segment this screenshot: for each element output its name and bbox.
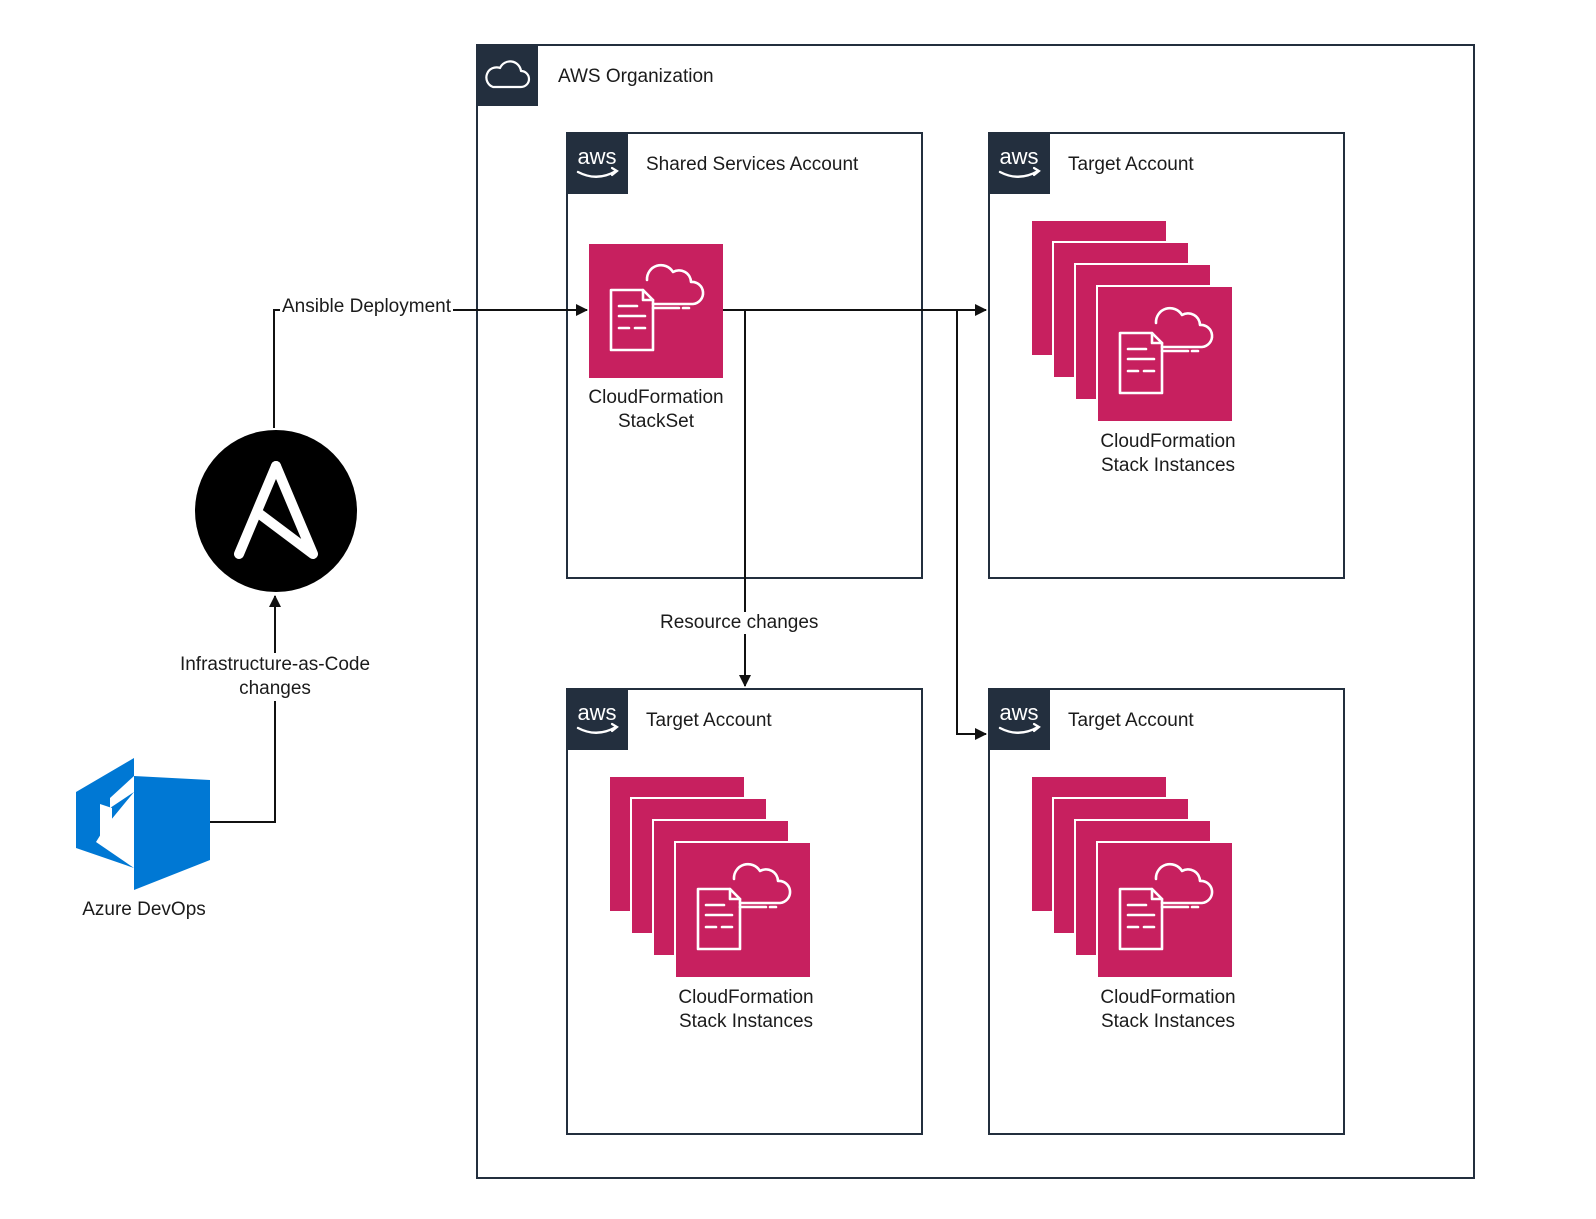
account-title: Target Account [1068,154,1194,175]
stack-instances-bottom-left [610,777,812,979]
azure-devops-label: Azure DevOps [82,899,206,920]
ansible-deployment-label: Ansible Deployment [280,296,453,318]
aws-logo-icon: aws [566,688,628,750]
svg-text:aws: aws [577,700,616,725]
stack-instances-bottom-right [1032,777,1234,979]
stack-instances-label: CloudFormation Stack Instances [678,987,814,1032]
cloudformation-icon [1096,841,1234,979]
arrow-branch-to-target-bottom-right [956,310,987,740]
stack-instances-top-right [1032,221,1234,423]
aws-logo-icon: aws [566,132,628,194]
account-title: Target Account [646,710,772,731]
aws-logo-icon: aws [988,688,1050,750]
ansible-logo-icon [195,430,357,592]
cloudformation-icon [674,841,812,979]
cloud-icon [476,44,538,106]
svg-text:aws: aws [999,700,1038,725]
cloudformation-icon [1096,285,1234,423]
svg-text:aws: aws [999,144,1038,169]
svg-text:aws: aws [577,144,616,169]
iac-changes-label: Infrastructure-as-Code changes [164,653,386,701]
account-title: Shared Services Account [646,154,859,175]
cloudformation-stackset-icon [589,244,723,378]
stackset-label: CloudFormation StackSet [588,387,724,432]
arrow-ansible-to-stackset [273,304,588,428]
stack-instances-label: CloudFormation Stack Instances [1100,987,1236,1032]
resource-changes-label: Resource changes [658,612,821,634]
aws-logo-icon: aws [988,132,1050,194]
account-title: Target Account [1068,710,1194,731]
organization-title: AWS Organization [558,66,714,87]
stack-instances-label: CloudFormation Stack Instances [1100,431,1236,476]
arrow-stackset-to-target-bottom-left [723,309,751,687]
arrow-azure-to-ansible [210,595,281,823]
azure-devops-logo-icon [76,756,212,890]
